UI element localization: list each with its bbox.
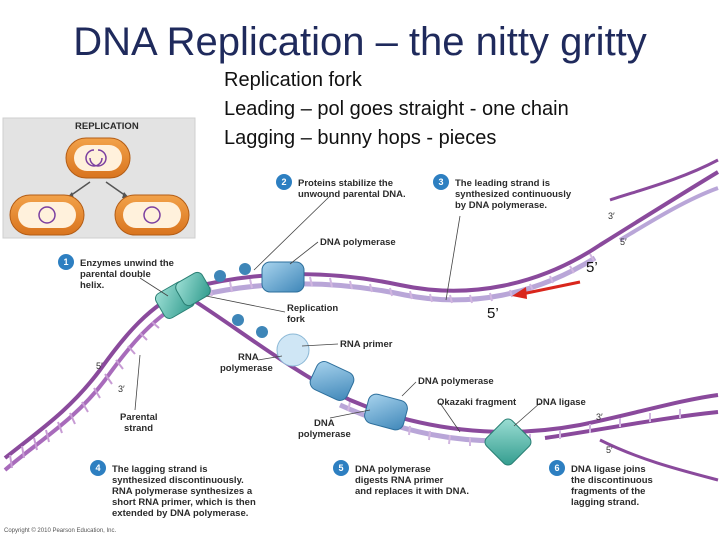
daughter-helix-top [609,158,719,202]
label-replication-fork-2: fork [287,314,306,325]
step-5: 5 DNA polymerase digests RNA primer and … [333,460,469,497]
step-2: 2 Proteins stabilize the unwound parenta… [276,174,406,200]
svg-text:synthesized discontinuously.: synthesized discontinuously. [112,475,244,486]
end-top-5: 5′ [620,237,627,247]
label-rna-primer: RNA primer [340,339,393,350]
end-left-5: 5′ [96,361,103,371]
annotation-five-prime-a: 5’ [586,259,598,276]
step-4: 4 The lagging strand is synthesized disc… [90,460,256,519]
svg-text:parental double: parental double [80,269,151,280]
end-bottom-5: 5′ [606,445,613,455]
step-1: 1 Enzymes unwind the parental double hel… [58,254,174,291]
dna-polymerase-lagging [309,361,355,401]
end-top-3: 3′ [608,211,615,221]
label-rna-polymerase: RNA [238,352,259,363]
svg-text:The leading strand is: The leading strand is [455,178,550,189]
step-6: 6 DNA ligase joins the discontinuous fra… [549,460,653,508]
end-left-3: 3′ [118,384,125,394]
step-3: 3 The leading strand is synthesized cont… [433,174,572,211]
label-dna-ligase: DNA ligase [536,397,586,408]
label-parental-strand: Parental [120,412,158,423]
bullet-leading-strand: Leading – pol goes straight - one chain [224,98,569,120]
svg-text:5: 5 [338,463,343,473]
bullet-list: Replication fork Leading – pol goes stra… [224,66,569,153]
label-dna-polymerase-mid: DNA polymerase [418,376,494,387]
svg-text:and replaces it with DNA.: and replaces it with DNA. [355,486,469,497]
svg-text:synthesized continuously: synthesized continuously [455,189,572,200]
annotation-five-prime-b: 5’ [487,305,499,322]
ssb-proteins [214,263,268,338]
rna-polymerase [276,333,310,367]
svg-text:short RNA primer, which is the: short RNA primer, which is then [112,497,256,508]
svg-text:4: 4 [95,463,100,473]
label-dna-polymerase-low: DNA [314,418,335,429]
helicase [154,271,211,319]
svg-text:extended by DNA polymerase.: extended by DNA polymerase. [112,508,248,519]
dna-polymerase-leading [261,261,305,293]
label-okazaki-fragment: Okazaki fragment [437,397,517,408]
direction-arrow [521,280,581,296]
bullet-lagging-strand: Lagging – bunny hops - pieces [224,127,497,149]
replication-inset: REPLICATION [2,117,196,239]
svg-text:Enzymes unwind the: Enzymes unwind the [80,258,174,269]
svg-text:6: 6 [554,463,559,473]
svg-text:unwound parental DNA.: unwound parental DNA. [298,189,406,200]
parental-double-helix [3,288,191,472]
svg-text:lagging strand.: lagging strand. [571,497,639,508]
svg-text:3: 3 [438,177,443,187]
slide-title: DNA Replication – the nitty gritty [73,20,647,64]
copyright-text: Copyright © 2010 Pearson Education, Inc. [4,527,116,534]
label-parental-strand-2: strand [124,423,153,434]
svg-text:DNA ligase joins: DNA ligase joins [571,464,646,475]
svg-text:helix.: helix. [80,280,104,291]
svg-text:DNA polymerase: DNA polymerase [355,464,431,475]
svg-text:2: 2 [281,177,286,187]
dna-polymerase-okazaki [364,393,408,431]
svg-text:digests RNA primer: digests RNA primer [355,475,444,486]
label-dna-polymerase-top: DNA polymerase [320,237,396,248]
svg-text:The lagging strand is: The lagging strand is [112,464,208,475]
bullet-replication-fork: Replication fork [224,69,362,91]
svg-text:Proteins stabilize the: Proteins stabilize the [298,178,393,189]
daughter-helix-bottom [599,438,719,482]
svg-text:RNA polymerase synthesizes a: RNA polymerase synthesizes a [112,486,253,497]
svg-text:1: 1 [63,257,68,267]
dna-ligase [484,418,532,466]
pointer-lines [134,195,541,433]
svg-text:by DNA polymerase.: by DNA polymerase. [455,200,547,211]
svg-text:fragments of the: fragments of the [571,486,645,497]
label-replication-fork: Replication [287,303,338,314]
svg-text:the discontinuous: the discontinuous [571,475,653,486]
inset-label: REPLICATION [75,121,139,132]
end-bottom-3: 3′ [596,412,603,422]
label-rna-polymerase-2: polymerase [220,363,273,374]
division-arrows [69,181,127,197]
label-dna-polymerase-low-2: polymerase [298,429,351,440]
direction-arrowhead [512,287,527,299]
